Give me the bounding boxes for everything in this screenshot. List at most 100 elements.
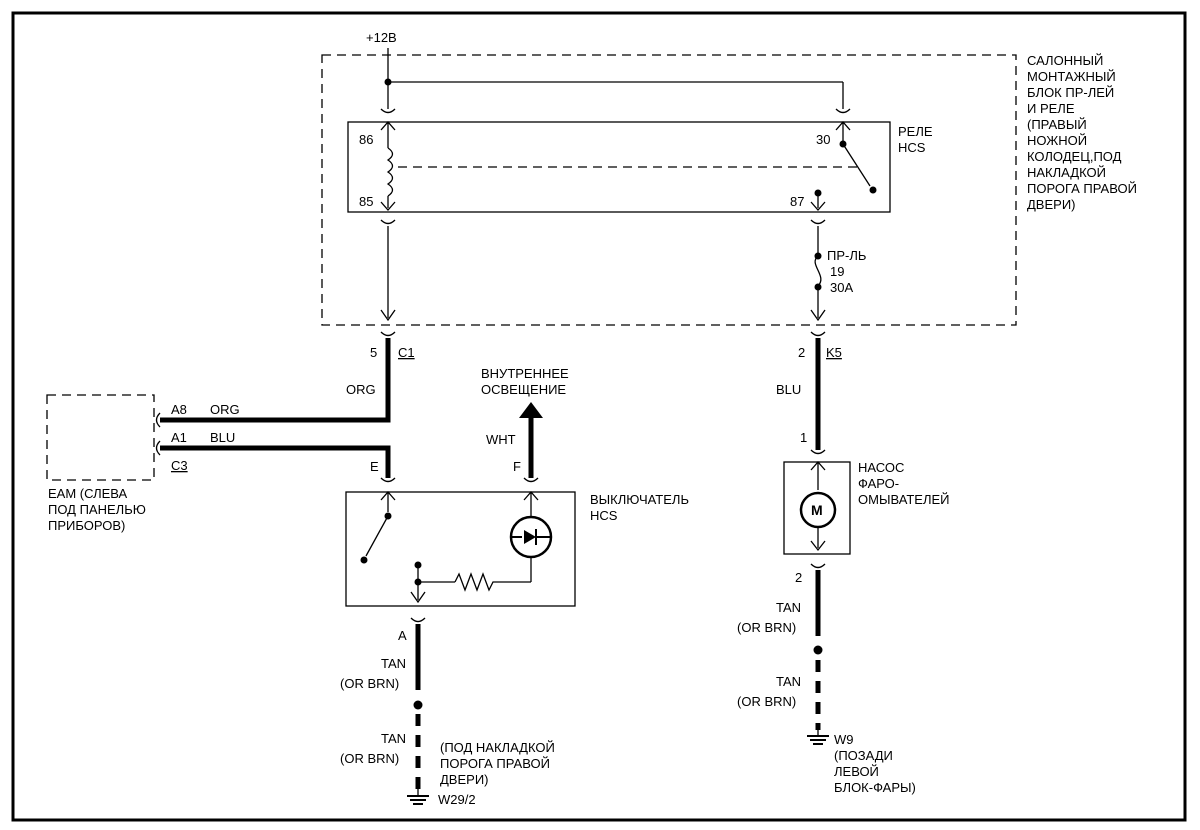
switch-contact [360,491,396,564]
eam-wire-a1: BLU [210,430,235,445]
relay-pin-86: 86 [359,132,373,147]
pump-pin-2: 2 [795,570,802,585]
fuse-box-label: САЛОННЫЙ МОНТАЖНЫЙ БЛОК ПР-ЛЕЙ И РЕЛЕ (П… [1027,53,1137,212]
relay-cup-87 [810,219,826,225]
ground-left-symbol [407,788,429,805]
ground-right-name: W9 [834,732,854,747]
fuse-box-label-line: ПОРОГА ПРАВОЙ [1027,181,1137,196]
fuse-box-label-line: КОЛОДЕЦ,ПОД [1027,149,1122,164]
ground-left-label-line: (ПОД НАКЛАДКОЙ [440,740,555,755]
eam-pin-a1: A1 [171,430,187,445]
power-feed-wire [384,48,844,109]
power-label: +12В [366,30,397,45]
fuse-19 [810,226,826,322]
fuse-box-label-line: МОНТАЖНЫЙ [1027,69,1116,84]
pump-box [783,461,851,555]
eam-connector: C3 [171,458,188,473]
fuse-box-label-line: САЛОННЫЙ [1027,53,1103,68]
ground-left-name: W29/2 [438,792,476,807]
eam-label-line: EAM (СЛЕВА [48,486,128,501]
relay-cup-85 [380,219,396,225]
splice-left [413,700,423,710]
interior-light-label-line: ОСВЕЩЕНИЕ [481,382,566,397]
fuse-label-line: ПР-ЛЬ [827,248,866,263]
k5-pin: 2 [798,345,805,360]
pump-pin-1: 1 [800,430,807,445]
ground-left-label-line: ДВЕРИ) [440,772,489,787]
pump-cup-1 [810,449,826,455]
k5-name: K5 [826,345,842,360]
relay-box [347,121,891,213]
pump-motor: M [799,461,837,552]
eam-outline [46,394,155,481]
fuse-box-label-line: ДВЕРИ) [1027,197,1076,212]
switch-pin-e: E [370,459,379,474]
switch-cup-f [523,477,539,483]
fuse-label-line: 30А [830,280,853,295]
switch-label-line: ВЫКЛЮЧАТЕЛЬ [590,492,689,507]
switch-cup-e [380,477,396,483]
fuse-label-line: 19 [830,264,844,279]
relay-coil [380,121,396,211]
ground-left-label-line: ПОРОГА ПРАВОЙ [440,756,550,771]
interior-light-arrow [519,402,543,418]
wire-orbrn-right-label-2: (OR BRN) [737,694,796,709]
switch-cup-a [410,617,426,623]
relay-label-line: РЕЛЕ [898,124,933,139]
eam-label-line: ПОД ПАНЕЛЬЮ [48,502,146,517]
pump-cup-2 [810,563,826,569]
switch-indicator-lamp [509,491,553,582]
switch-resistor-branch [410,561,531,604]
relay-pin-85: 85 [359,194,373,209]
wire-tan-left-label: TAN [381,656,406,671]
switch-pin-f: F [513,459,521,474]
fuse-box-label-line: И РЕЛЕ [1027,101,1075,116]
relay-cup-30 [835,108,851,114]
wire-org [160,338,391,423]
ground-right-label-line: ЛЕВОЙ [834,764,879,779]
fuse-box-outline [321,54,1017,326]
wire-tan-right-label-2: TAN [776,674,801,689]
relay-pin-30: 30 [816,132,830,147]
wire-blu-right-label: BLU [776,382,801,397]
k5-cup [810,331,826,337]
eam-cup-a8 [155,412,161,428]
interior-light-label-line: ВНУТРЕННЕЕ [481,366,569,381]
wire-tan-left-label-2: TAN [381,731,406,746]
eam-wire-a8: ORG [210,402,240,417]
ground-right-label-line: БЛОК-ФАРЫ) [834,780,916,795]
ground-right-symbol [807,728,829,745]
wire-orbrn-right-label: (OR BRN) [737,620,796,635]
fuse-box-label-line: НАКЛАДКОЙ [1027,165,1106,180]
switch-pin-a: A [398,628,407,643]
fuse-box-label-line: БЛОК ПР-ЛЕЙ [1027,85,1114,100]
switch-label-line: HCS [590,508,618,523]
eam-pin-a8: A8 [171,402,187,417]
relay-contact [810,121,877,211]
pump-motor-letter: M [811,502,823,518]
switch-box [345,491,576,607]
wire-orbrn-left-label: (OR BRN) [340,676,399,691]
c1-pin: 5 [370,345,377,360]
fuse-box-label-line: (ПРАВЫЙ [1027,117,1087,132]
wire-wht-label: WHT [486,432,516,447]
c1-cup [380,331,396,337]
wire-blu-eam-switch [160,445,391,478]
wire-org-label: ORG [346,382,376,397]
fuse-box-label-line: НОЖНОЙ [1027,133,1087,148]
splice-right [813,645,823,655]
c1-arrow [380,309,396,322]
pump-label-line: ФАРО- [858,476,899,491]
wire-tan-right-label: TAN [776,600,801,615]
relay-label-line: HCS [898,140,926,155]
pump-label-line: ОМЫВАТЕЛЕЙ [858,492,950,507]
relay-pin-87: 87 [790,194,804,209]
eam-cup-a1 [155,440,161,456]
c1-name: C1 [398,345,415,360]
pump-label-line: НАСОС [858,460,904,475]
outer-frame [11,11,1187,822]
eam-label-line: ПРИБОРОВ) [48,518,125,533]
relay-cup-86 [380,108,396,114]
wire-orbrn-left-label-2: (OR BRN) [340,751,399,766]
